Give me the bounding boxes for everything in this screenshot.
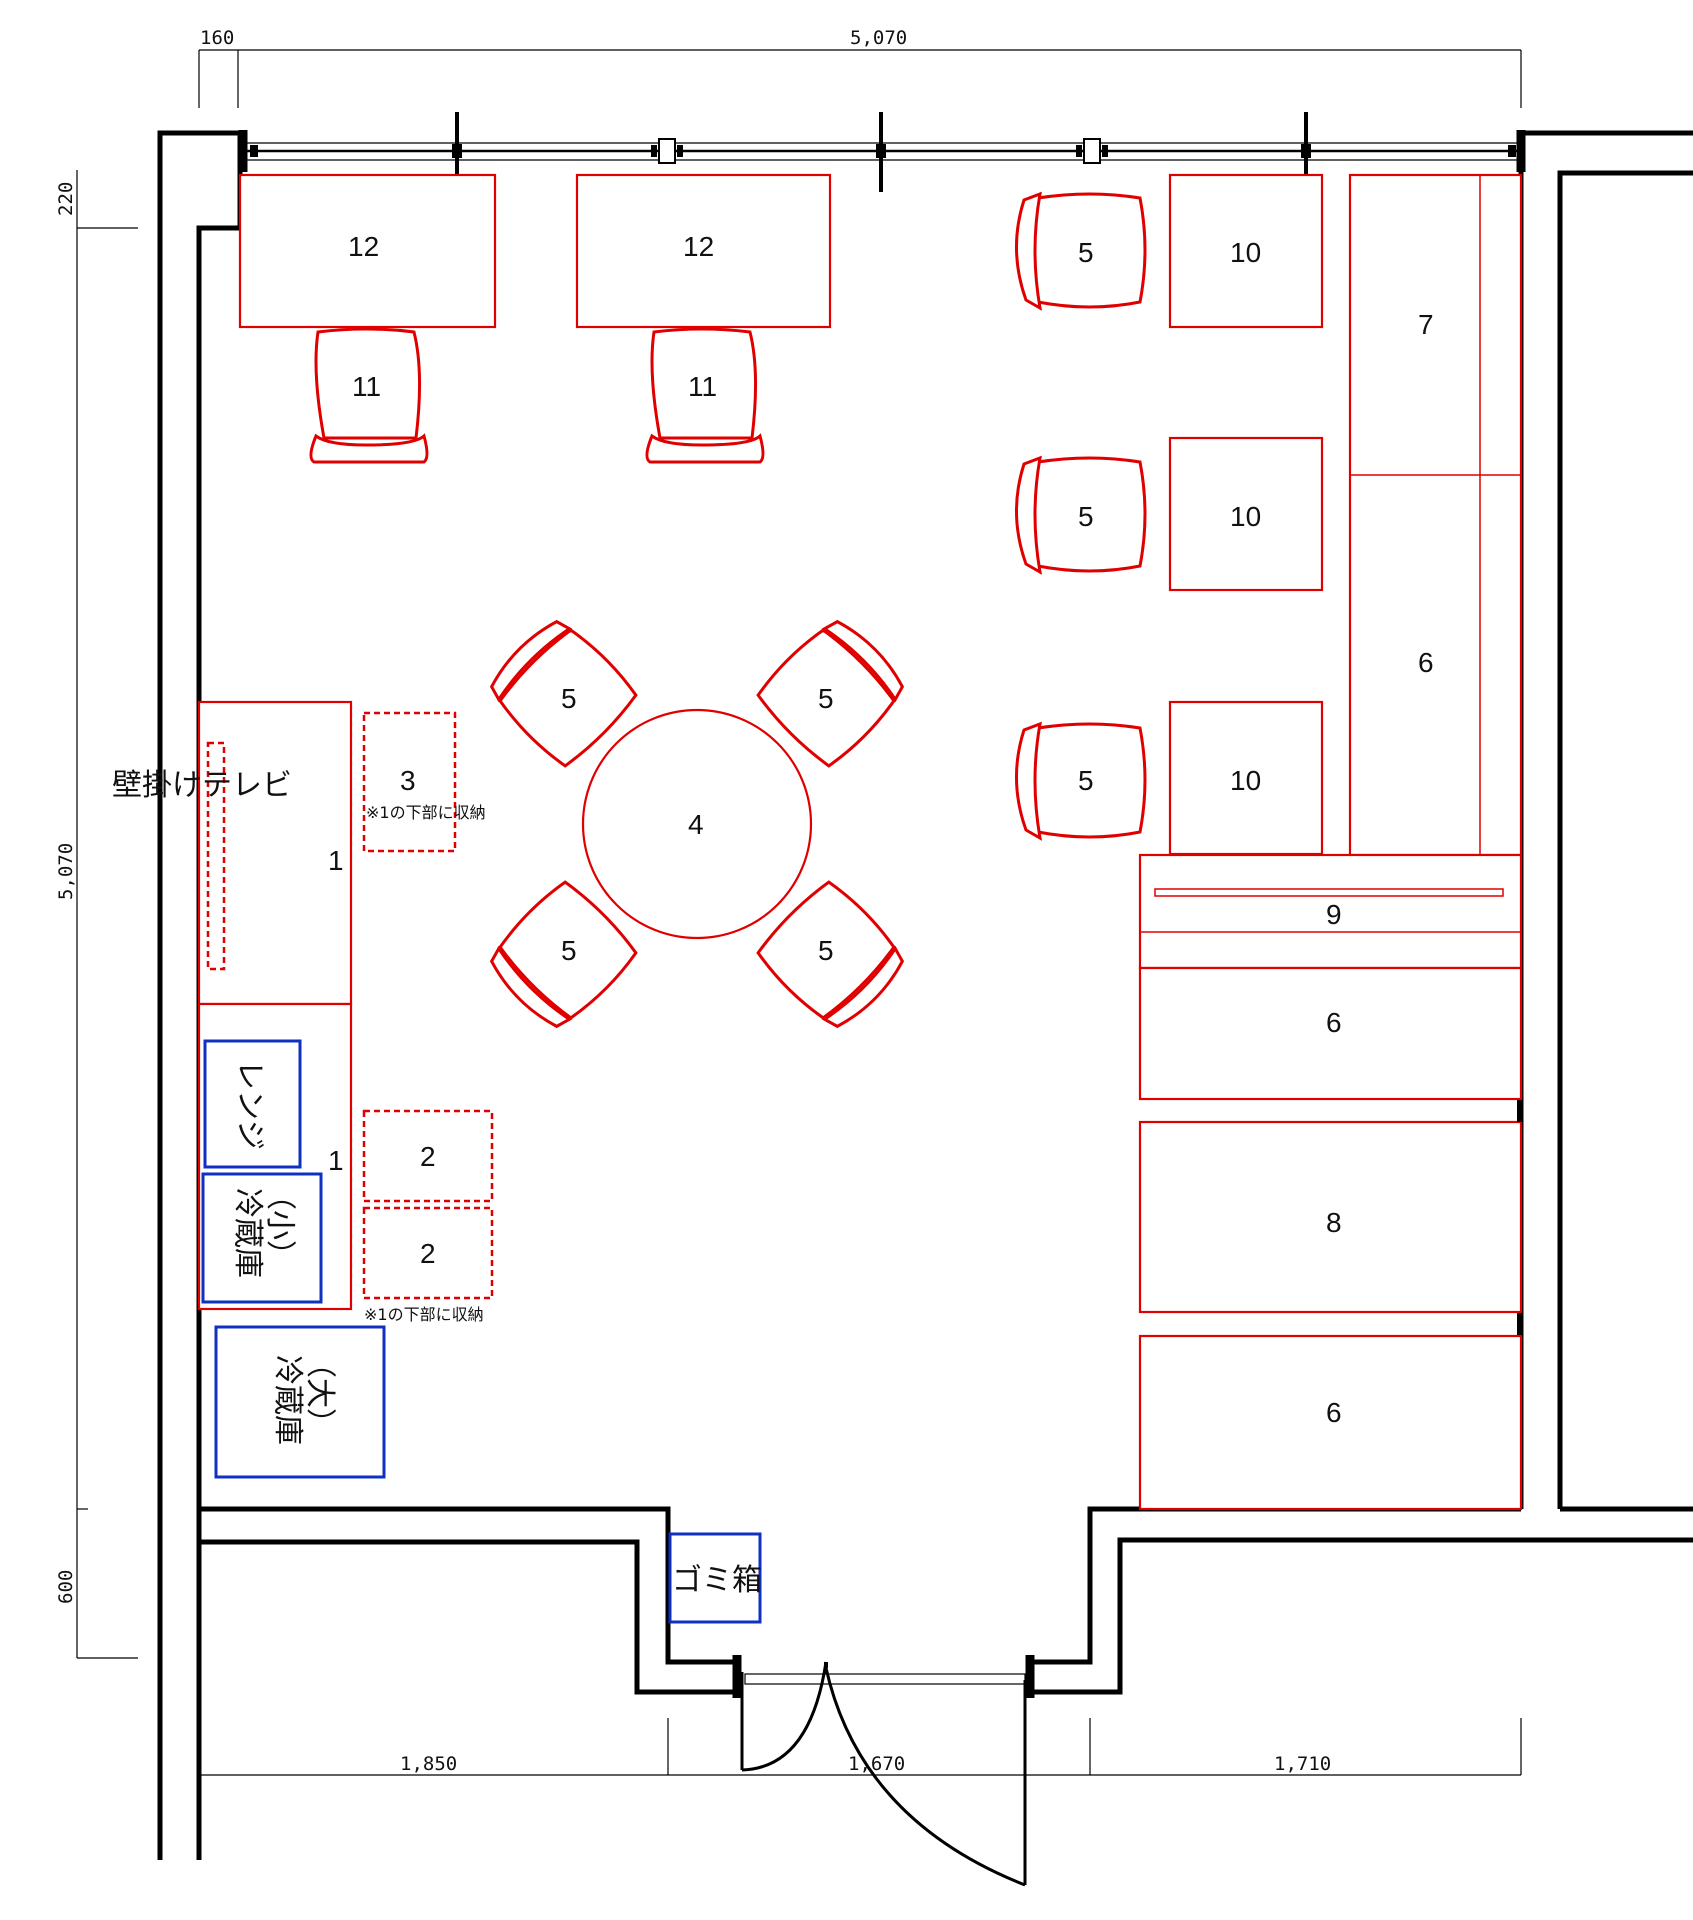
cabinet-6-upper[interactable]: [1138, 966, 1523, 1101]
desk-12-left-label: 12: [348, 231, 379, 262]
chair-11-right-label: 11: [688, 371, 717, 402]
wall-tv-label: 壁掛けテレビ: [112, 768, 292, 803]
cabinet-6-upper-label: 6: [1326, 1007, 1342, 1038]
storage-3-label: 3: [400, 765, 416, 796]
dim-bottom-left: 1,850: [400, 1753, 457, 1775]
storage-2-lower-label: 2: [420, 1238, 436, 1269]
dimension-lines: [76, 49, 1522, 1776]
side-desk-10-1[interactable]: [1168, 173, 1324, 329]
cabinet-6-lower[interactable]: [1138, 1334, 1523, 1511]
side-chair-1-label: 5: [1078, 237, 1094, 268]
microwave-label: レンジ: [232, 1060, 267, 1150]
round-chair-bottom-left-label: 5: [561, 935, 577, 966]
shelf-6-label: 6: [1418, 647, 1434, 678]
shelf-7-label: 7: [1418, 309, 1434, 340]
side-chair-2[interactable]: [1014, 455, 1147, 575]
cabinet-8[interactable]: [1138, 1120, 1523, 1314]
storage-3-note: ※1の下部に収納: [366, 803, 486, 822]
cabinet-8-label: 8: [1326, 1207, 1342, 1238]
storage-2-note: ※1の下部に収納: [364, 1305, 484, 1324]
side-desk-10-1-label: 10: [1230, 237, 1261, 268]
side-desk-10-2[interactable]: [1168, 436, 1324, 592]
side-chair-3[interactable]: [1014, 721, 1147, 841]
storage-2-upper-label: 2: [420, 1141, 436, 1172]
dim-left-top: 220: [55, 182, 77, 216]
round-chair-top-left[interactable]: [481, 611, 642, 772]
side-chair-3-label: 5: [1078, 765, 1094, 796]
cabinet-9[interactable]: [1138, 853, 1523, 970]
round-table-4[interactable]: [581, 708, 813, 940]
counter-1-upper-label: 1: [328, 845, 344, 876]
chair-11-left-label: 11: [352, 371, 381, 402]
chair-11-left[interactable]: [309, 327, 429, 464]
fridge-small-label-1: 冷蔵庫: [230, 1188, 265, 1278]
fridge-small[interactable]: [201, 1172, 323, 1304]
shelf-7-6[interactable]: [1348, 173, 1523, 857]
entrance-door[interactable]: [740, 1661, 1027, 1887]
dim-top-total: 5,070: [850, 27, 907, 49]
side-desk-10-2-label: 10: [1230, 501, 1261, 532]
dim-left-bottom: 600: [55, 1570, 77, 1604]
round-chair-bottom-right[interactable]: [752, 876, 913, 1037]
side-chair-1[interactable]: [1014, 191, 1147, 311]
round-chair-top-right[interactable]: [752, 611, 913, 772]
storage-2-lower[interactable]: [362, 1206, 494, 1300]
dim-top-wall: 160: [200, 27, 234, 49]
round-chair-top-left-label: 5: [561, 683, 577, 714]
round-table-4-label: 4: [688, 809, 704, 840]
side-desk-10-3-label: 10: [1230, 765, 1261, 796]
round-chair-bottom-right-label: 5: [818, 935, 834, 966]
fridge-large-label-1: 冷蔵庫: [270, 1355, 305, 1445]
dim-left-total: 5,070: [55, 843, 77, 900]
storage-3[interactable]: [362, 711, 457, 853]
window-rail: [238, 112, 1526, 192]
cabinet-6-lower-label: 6: [1326, 1397, 1342, 1428]
trash-box[interactable]: [668, 1532, 762, 1624]
fridge-large-label-2: （大）: [302, 1348, 337, 1438]
dim-bottom-right: 1,710: [1274, 1753, 1331, 1775]
round-chair-top-right-label: 5: [818, 683, 834, 714]
dim-bottom-mid: 1,670: [848, 1753, 905, 1775]
trash-box-label: ゴミ箱: [672, 1563, 762, 1598]
side-desk-10-3[interactable]: [1168, 700, 1324, 856]
wall-tv-outline: [206, 741, 226, 971]
desk-12-right-label: 12: [683, 231, 714, 262]
fridge-small-label-2: （小）: [262, 1180, 297, 1270]
microwave[interactable]: [203, 1039, 302, 1169]
chair-11-right[interactable]: [645, 327, 765, 464]
desk-12-right[interactable]: [575, 173, 832, 329]
cabinet-9-label: 9: [1326, 899, 1342, 930]
round-chair-bottom-left[interactable]: [481, 876, 642, 1037]
fridge-large[interactable]: [214, 1325, 386, 1479]
desk-12-left[interactable]: [238, 173, 497, 329]
counter-1-lower-label: 1: [328, 1145, 344, 1176]
storage-2-upper[interactable]: [362, 1109, 494, 1203]
side-chair-2-label: 5: [1078, 501, 1094, 532]
